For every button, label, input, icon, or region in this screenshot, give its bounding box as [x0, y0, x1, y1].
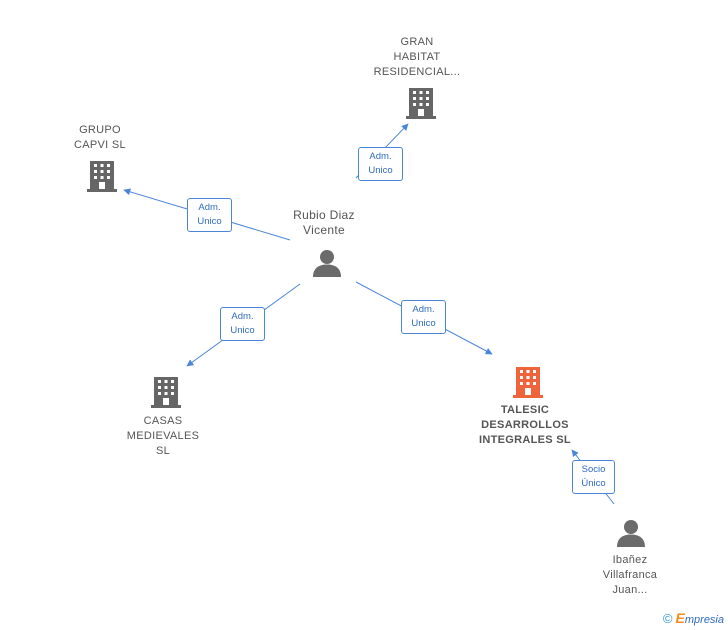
node-label-rubio-diaz[interactable]: Rubio Diaz Vicente — [293, 208, 355, 237]
node-label-talesic[interactable]: TALESIC DESARROLLOS INTEGRALES SL — [479, 404, 571, 446]
building-icon-grupo-capvi[interactable] — [86, 159, 118, 193]
edge-badge-grupo-capvi[interactable]: Adm. Unico — [187, 198, 232, 232]
brand-logo-letter: E — [675, 610, 685, 626]
building-icon-talesic[interactable] — [512, 365, 544, 399]
footer-brand[interactable]: © Empresia — [663, 610, 724, 626]
person-icon-rubio-diaz[interactable] — [311, 248, 343, 278]
edge-badge-gran-habitat[interactable]: Adm. Unico — [358, 147, 403, 181]
node-label-gran-habitat[interactable]: GRAN HABITAT RESIDENCIAL... — [373, 36, 461, 78]
copyright-icon: © — [662, 611, 673, 626]
edge-badge-casas-medievales[interactable]: Adm. Unico — [220, 307, 265, 341]
brand-logo-text: mpresia — [684, 614, 724, 626]
building-icon-casas-medievales[interactable] — [150, 375, 182, 409]
node-label-grupo-capvi[interactable]: GRUPO CAPVI SL — [74, 124, 126, 151]
building-icon-gran-habitat[interactable] — [405, 86, 437, 120]
node-label-ibanez[interactable]: Ibañez Villafranca Juan... — [602, 554, 658, 596]
node-label-casas-medievales[interactable]: CASAS MEDIEVALES SL — [126, 415, 200, 457]
person-icon-ibanez[interactable] — [615, 518, 647, 548]
edge-badge-talesic[interactable]: Adm. Unico — [401, 300, 446, 334]
edge-badge-ibanez-talesic[interactable]: Socio Único — [572, 460, 615, 494]
